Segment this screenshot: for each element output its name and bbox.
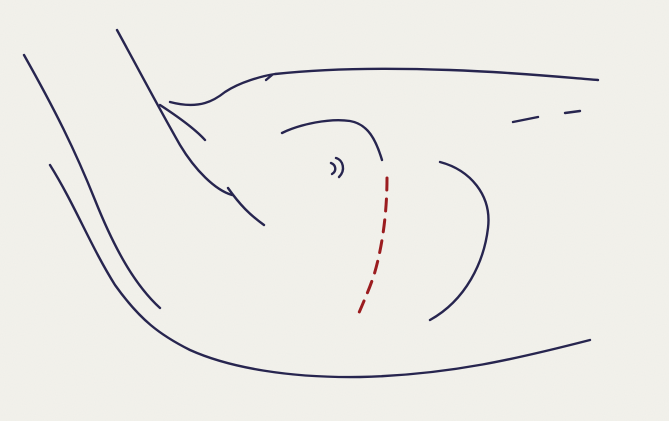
anatomical-sketch bbox=[0, 0, 669, 421]
sketch-canvas bbox=[0, 0, 669, 421]
